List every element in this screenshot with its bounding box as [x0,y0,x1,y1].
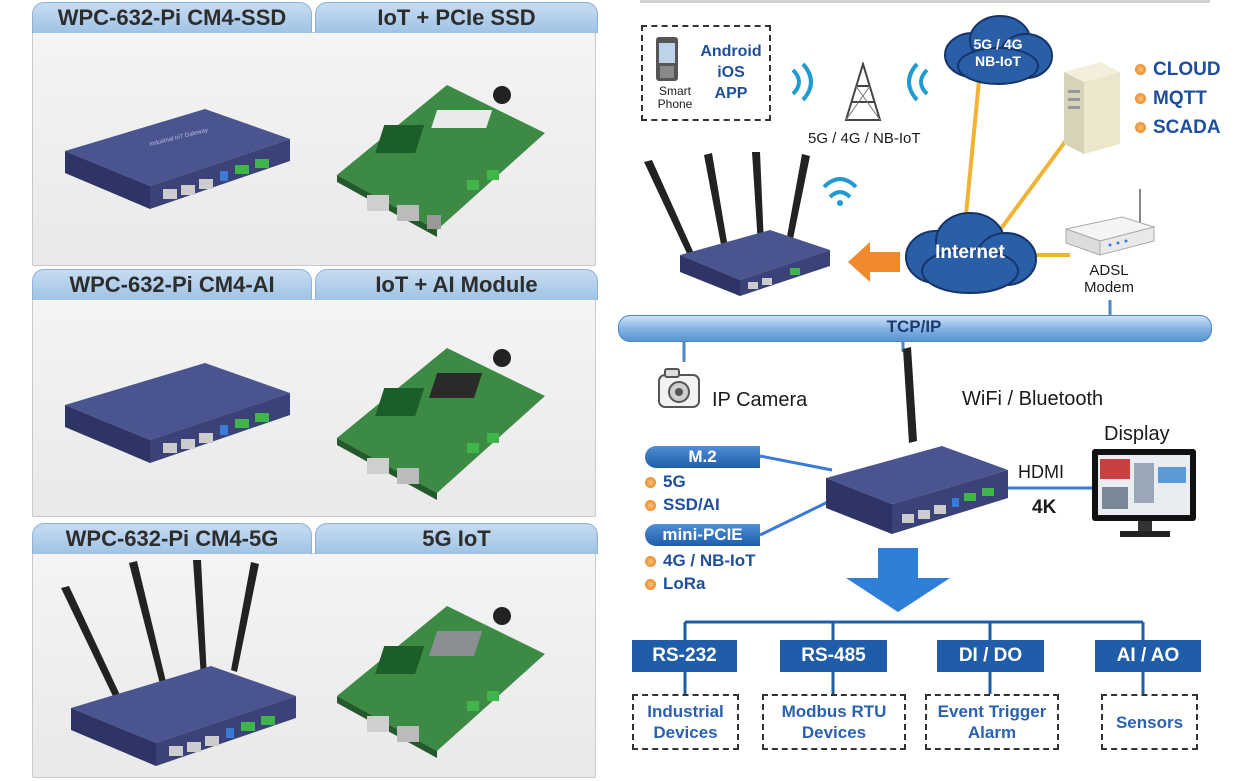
wireless-signal-icon [907,62,929,102]
m2-item-ssd-ai: SSD/AI [645,495,720,515]
ip-camera-icon [658,368,700,408]
interface-rs232: RS-232 [632,640,737,672]
service-item-scada: SCADA [1135,113,1221,142]
cellular-cloud-icon [944,15,1053,85]
main-gateway-icon [826,446,1008,534]
display-label: Display [1104,423,1170,445]
adsl-modem-icon [1064,189,1156,256]
panel-subtitle-ai: IoT + AI Module [315,269,598,300]
tcp-ip-label: TCP/IP [886,317,942,336]
wifi-antenna-icon [903,347,917,443]
interface-aiao: AI / AO [1095,640,1201,672]
smartphone-icon [656,37,678,81]
gateway-device-image: Industrial IoT Gateway [65,109,290,209]
m2-slot-label: M.2 [645,446,760,468]
panel-subtitle-ssd: IoT + PCIe SSD [315,2,598,33]
product-panel-5g: WPC-632-Pi CM4-5G 5G IoT [32,523,598,778]
device-box-sensors: Sensors [1101,694,1198,750]
display-monitor-icon [1092,449,1196,537]
server-icon [1064,62,1120,154]
m2-item-5g: 5G [645,472,686,492]
gateway-device-image [65,363,290,463]
circuit-board-image [337,606,545,758]
wireless-signal-icon [822,177,858,206]
resolution-label: 4K [1032,497,1057,518]
cell-tower-icon [844,62,882,121]
circuit-board-image [337,85,545,237]
tower-label: 5G / 4G / NB-IoT [808,130,921,147]
minipcie-item-lora: LoRa [645,574,706,594]
top-rule [640,0,1210,3]
panel-title-ai: WPC-632-Pi CM4-AI [32,269,312,300]
wifi-bluetooth-label: WiFi / Bluetooth [962,388,1104,410]
minipcie-item-4g: 4G / NB-IoT [645,551,756,571]
server-service-list: CLOUD MQTT SCADA [1135,55,1221,142]
service-item-mqtt: MQTT [1135,84,1221,113]
panel-subtitle-5g: 5G IoT [315,523,598,554]
panel-title-ssd: WPC-632-Pi CM4-SSD [32,2,312,33]
service-item-cloud: CLOUD [1135,55,1221,84]
hdmi-label: HDMI [1018,462,1064,482]
product-panel-ssd: WPC-632-Pi CM4-SSD IoT + PCIe SSD Indust… [32,2,598,266]
internet-cloud-label: Internet [935,242,1005,263]
circuit-board-image [337,348,545,500]
panel-title-5g: WPC-632-Pi CM4-5G [32,523,312,554]
product-panel-ai: WPC-632-Pi CM4-AI IoT + AI Module [32,269,598,517]
interface-rs485: RS-485 [780,640,887,672]
interface-dido: DI / DO [937,640,1044,672]
gateway-router-icon [644,152,830,296]
internet-cloud-icon [905,212,1037,294]
ip-camera-label: IP Camera [712,389,808,411]
connection-lines [682,69,1145,694]
tcp-ip-bus [618,315,1212,342]
wireless-signal-icon [791,62,813,102]
gateway-5g-device-image [61,560,296,766]
minipcie-slot-label: mini-PCIE [645,524,760,546]
